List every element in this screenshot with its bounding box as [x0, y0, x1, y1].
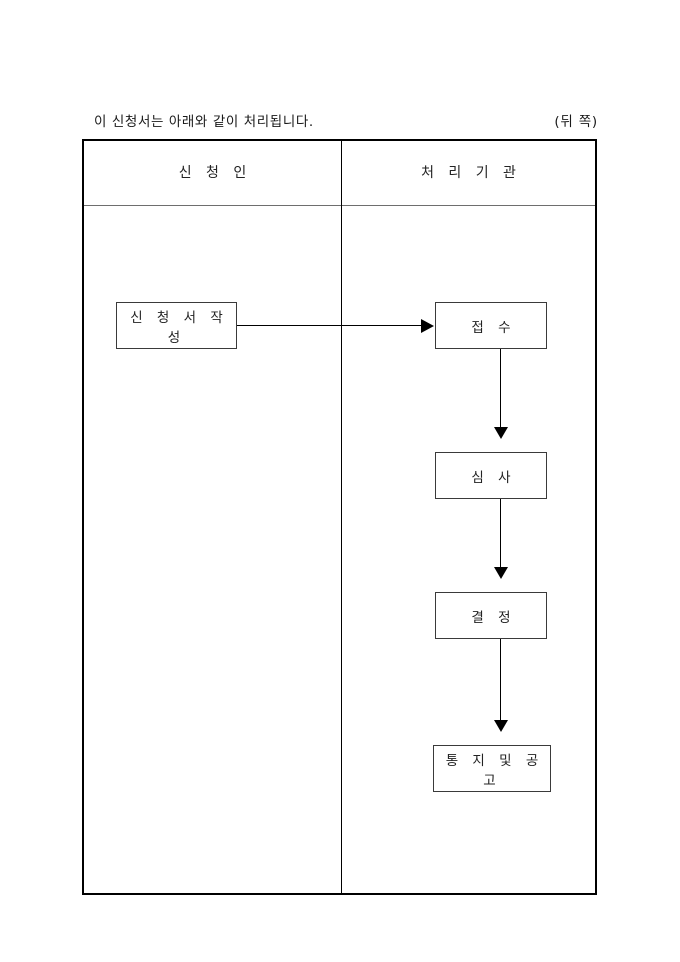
column-divider	[341, 141, 342, 893]
connector-decide-to-notify	[500, 639, 501, 720]
column-header-applicant: 신 청 인	[178, 165, 252, 181]
flow-node-notify: 통 지 및 공 고	[433, 745, 551, 792]
arrowhead-down-icon	[494, 720, 508, 732]
arrowhead-right-icon	[421, 319, 434, 333]
connector-review-to-decide	[500, 499, 501, 567]
column-header-agency: 처 리 기 관	[421, 165, 521, 181]
process-table: 신 청 인 처 리 기 관	[82, 139, 597, 895]
back-page-marker: (뒤 쪽)	[554, 114, 598, 130]
page-header: 이 신청서는 아래와 같이 처리됩니다. (뒤 쪽)	[82, 110, 598, 132]
arrowhead-down-icon	[494, 567, 508, 579]
intro-note: 이 신청서는 아래와 같이 처리됩니다.	[94, 114, 314, 130]
arrowhead-down-icon	[494, 427, 508, 439]
flow-node-decide: 결 정	[435, 592, 547, 639]
flow-node-apply: 신 청 서 작 성	[116, 302, 237, 349]
flow-node-receipt: 접 수	[435, 302, 547, 349]
connector-apply-to-receipt	[237, 325, 422, 326]
header-rule	[84, 205, 595, 206]
flow-node-review: 심 사	[435, 452, 547, 499]
connector-receipt-to-review	[500, 349, 501, 427]
